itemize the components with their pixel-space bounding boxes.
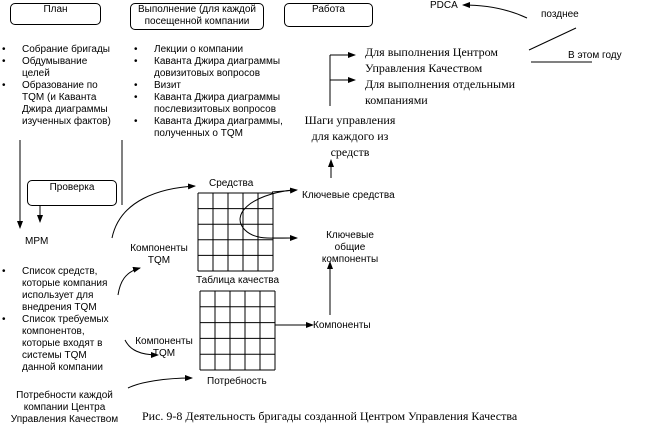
check-label: Проверка	[49, 182, 95, 193]
list-item: Лекции о компании	[134, 44, 294, 56]
list-item: Список требуемых компонентов, которые вх…	[2, 314, 114, 374]
this-year-label: В этом году	[568, 50, 622, 61]
list-item: Каванта Джира диаграммы, полученных о TQ…	[134, 116, 294, 140]
quality-table-label: Таблица качества	[196, 275, 280, 286]
plan-list: Собрание бригады Обдумывание целей Образ…	[2, 44, 112, 128]
execution-label: Выполнение (для каждой посещенной компан…	[137, 4, 256, 27]
list-item: Визит	[134, 80, 294, 92]
work-label: Работа	[312, 4, 345, 15]
components-label: Компоненты	[313, 320, 371, 331]
plan-box: План	[10, 3, 101, 25]
execution-box: Выполнение (для каждой посещенной компан…	[130, 3, 264, 30]
pdca-label: PDCA	[430, 0, 458, 11]
execution-list: Лекции о компании Каванта Джира диаграмм…	[134, 44, 294, 140]
mpm-list: Список средств, которые компания использ…	[2, 266, 114, 374]
list-item: Образование по TQM (и Каванта Джира диаг…	[2, 80, 112, 128]
means-label: Средства	[209, 178, 254, 189]
steps-label: Шаги управления для каждого из средств	[304, 113, 396, 159]
later-label: позднее	[541, 9, 579, 20]
need-grid	[199, 290, 276, 371]
work-box: Работа	[284, 3, 373, 27]
need-label: Потребность	[207, 376, 267, 387]
tqm-components-label-1: Компоненты TQM	[130, 243, 188, 266]
list-item: Собрание бригады	[2, 44, 112, 56]
list-item: Каванта Джира диаграммы довизитовых вопр…	[134, 56, 294, 80]
for-center-label: Для выполнения Центром Управления Качест…	[365, 45, 498, 75]
arrow-to-means	[111, 183, 196, 239]
arrow-to-pdca	[462, 2, 528, 19]
list-item: Обдумывание целей	[2, 56, 112, 80]
list-item: Список средств, которые компания использ…	[2, 266, 114, 314]
check-box: Проверка	[27, 180, 117, 206]
key-curve	[239, 189, 293, 239]
means-grid	[197, 192, 274, 272]
plan-label: План	[43, 4, 68, 15]
key-means-label: Ключевые средства	[302, 190, 395, 201]
list-item: Каванта Джира диаграммы послевизитовых в…	[134, 92, 294, 116]
tqm-components-label-2: Компоненты TQM	[135, 336, 193, 359]
needs-source-label: Потребности каждой компании Центра Управ…	[10, 390, 119, 425]
mpm-label: MPM	[25, 236, 49, 247]
for-companies-label: Для выполнения отдельными компаниями	[365, 77, 516, 107]
key-common-label: Ключевые общие компоненты	[321, 230, 379, 265]
figure-caption: Рис. 9-8 Деятельность бригады созданной …	[142, 409, 518, 423]
